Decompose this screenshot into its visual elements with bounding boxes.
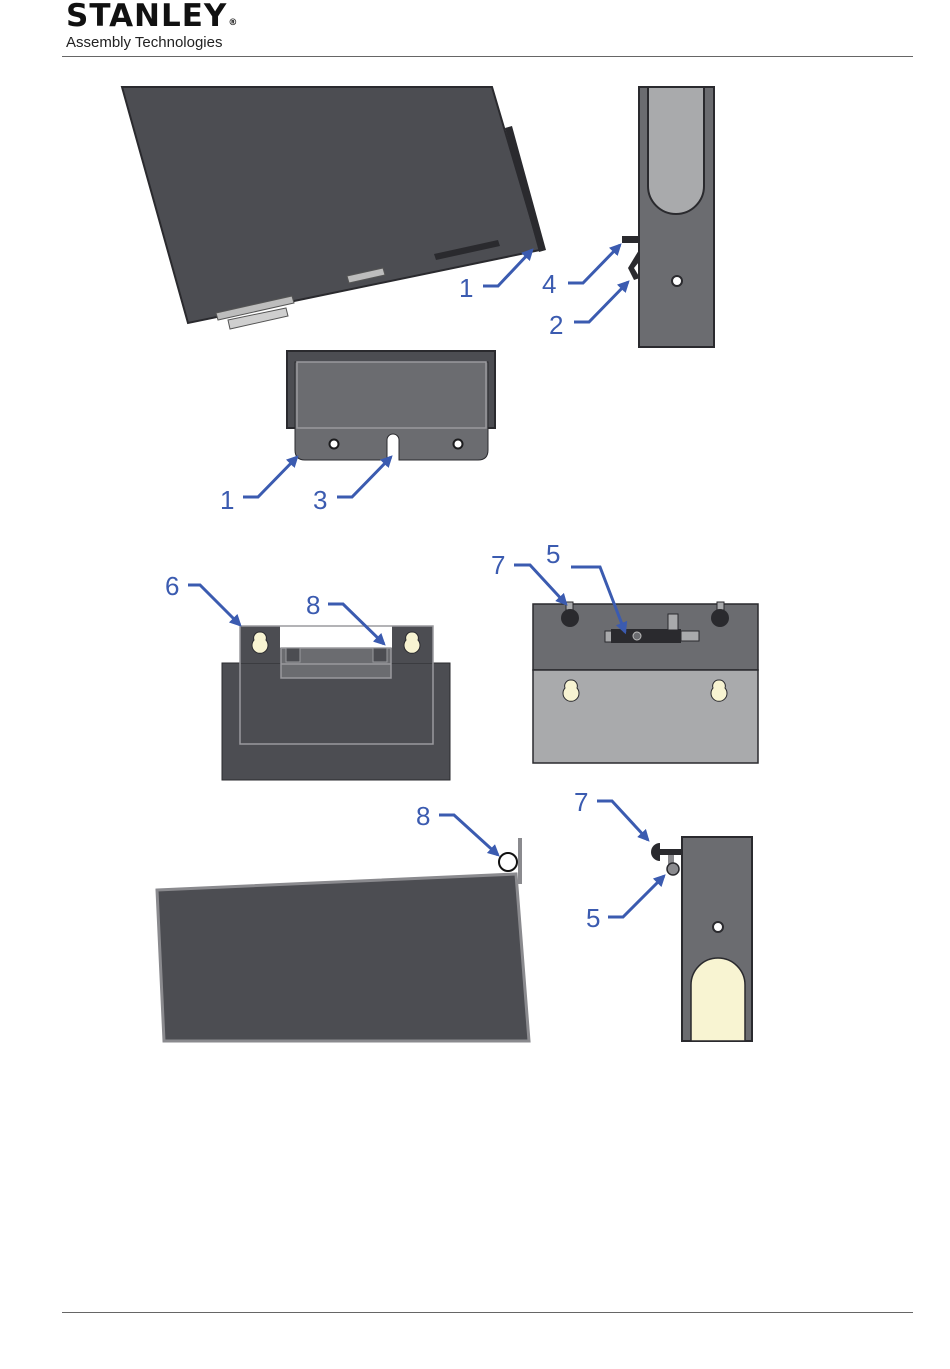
callout-8-plate: 8 [306, 590, 320, 620]
bracket-front-view [287, 351, 495, 460]
callout-5-side: 5 [586, 903, 600, 933]
back-plate-view [533, 602, 758, 763]
callout-2: 2 [549, 310, 563, 340]
controller-mounted-view [157, 838, 529, 1041]
callout-1-bracket: 1 [220, 485, 234, 515]
callout-8-mounted: 8 [416, 801, 430, 831]
callout-7-side: 7 [574, 787, 588, 817]
callout-3: 3 [313, 485, 327, 515]
callout-6: 6 [165, 571, 179, 601]
callout-4: 4 [542, 269, 556, 299]
callout-7-plate: 7 [491, 550, 505, 580]
callout-1-top: 1 [459, 273, 473, 303]
wall-plate-view [222, 626, 450, 780]
mounted-side-view [651, 837, 752, 1041]
controller-side-view [622, 87, 714, 347]
callout-5-plate: 5 [546, 539, 560, 569]
controller-tilted-view [122, 87, 546, 329]
